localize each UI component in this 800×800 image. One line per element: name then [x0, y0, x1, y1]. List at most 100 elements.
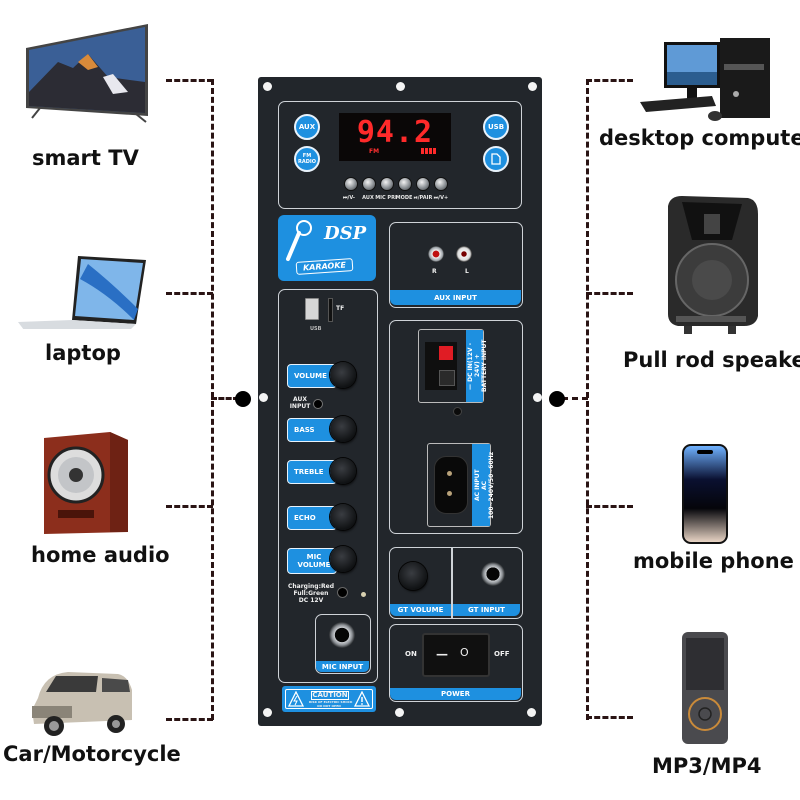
- connector-line: [166, 718, 213, 721]
- aux-input-jack[interactable]: [313, 399, 323, 409]
- frequency-readout: 94.2: [356, 115, 434, 150]
- caution-sticker: CAUTION RISK OF ELECTRIC SHOCK DO NOT OP…: [282, 686, 376, 712]
- caution-line: DO NOT OPEN: [317, 704, 341, 708]
- sd-card-icon: [491, 153, 501, 165]
- gt-input-jack[interactable]: [481, 562, 505, 586]
- mount-hole: [527, 708, 536, 717]
- negative-terminal[interactable]: [439, 370, 455, 386]
- volume-knob[interactable]: [330, 362, 356, 388]
- device-label: desktop computer: [599, 126, 800, 150]
- treble-knob[interactable]: [330, 458, 356, 484]
- rca-right-jack[interactable]: [428, 246, 444, 262]
- connector-line: [166, 79, 213, 82]
- minivan-icon: [32, 672, 132, 736]
- usb-port[interactable]: [305, 298, 319, 320]
- rca-right-label: R: [432, 268, 437, 275]
- mount-hole: [263, 82, 272, 91]
- rca-left-jack[interactable]: [456, 246, 472, 262]
- gt-volume-label: GT VOLUME: [390, 604, 451, 616]
- mp3-player-icon: [682, 632, 728, 744]
- dc-input-label: — DC IN(12V - 24V) +BATTERY INPUT: [467, 339, 488, 393]
- charging-line: Full:Green: [293, 590, 329, 597]
- screw: [453, 407, 462, 416]
- dc-12v-jack[interactable]: [337, 587, 348, 598]
- connector-line: [586, 79, 633, 82]
- warning-icon: [354, 691, 370, 707]
- switch-on-glyph: —: [436, 647, 448, 661]
- mode-button[interactable]: [398, 177, 412, 191]
- trolley-speaker-icon: [668, 196, 758, 334]
- laptop-icon: [18, 256, 146, 329]
- power-off-label: OFF: [494, 650, 510, 658]
- mount-hole: [395, 708, 404, 717]
- connector-line: [586, 505, 633, 508]
- gt-volume-knob[interactable]: [399, 562, 427, 590]
- connector-line: [586, 292, 633, 295]
- treble-label: TREBLE: [287, 460, 337, 484]
- charging-line: Charging:Red: [288, 583, 334, 590]
- device-label: MP3/MP4: [652, 754, 762, 778]
- usb-mode-button[interactable]: USB: [483, 114, 509, 140]
- fm-radio-button[interactable]: FM RADIO: [294, 146, 320, 172]
- connector-line: [562, 397, 588, 400]
- device-label: Pull rod speaker: [623, 348, 800, 372]
- button-label: ⏮/V-: [343, 195, 355, 201]
- device-label: laptop: [45, 341, 121, 365]
- connector-dot: [235, 391, 251, 407]
- button-label: MODE: [395, 195, 413, 201]
- aux-mode-button[interactable]: AUX: [294, 114, 320, 140]
- mic-volume-knob[interactable]: [330, 546, 356, 572]
- positive-terminal[interactable]: [439, 346, 453, 360]
- device-label: home audio: [31, 543, 170, 567]
- mic-input-label: MIC INPUT: [316, 661, 369, 672]
- connector-line: [166, 505, 213, 508]
- bass-knob[interactable]: [330, 416, 356, 442]
- mount-hole: [259, 393, 268, 402]
- aux-input-small-label: AUX INPUT: [289, 396, 311, 410]
- volume-label: VOLUME: [287, 364, 337, 388]
- tf-card-slot[interactable]: [328, 298, 333, 322]
- device-label: mobile phone: [633, 549, 794, 573]
- next-vol-up-button[interactable]: [434, 177, 448, 191]
- media-module: [278, 101, 522, 209]
- button-label: AUX: [362, 195, 374, 201]
- dc-battery-terminal[interactable]: — DC IN(12V - 24V) +BATTERY INPUT: [418, 329, 488, 403]
- device-label: smart TV: [32, 146, 139, 170]
- button-label: MIC PRI: [375, 195, 397, 201]
- button-label: ⏯/PAIR: [413, 195, 433, 201]
- echo-label: ECHO: [287, 506, 337, 530]
- mic-input-jack[interactable]: [329, 622, 355, 648]
- desktop-pc-icon: [640, 38, 770, 121]
- connector-line: [211, 397, 239, 400]
- rca-left-label: L: [465, 268, 469, 275]
- mic-priority-button[interactable]: [380, 177, 394, 191]
- dsp-karaoke-logo: DSP KARAOKE: [278, 215, 376, 281]
- caution-line: RISK OF ELECTRIC SHOCK: [309, 700, 353, 704]
- power-label: POWER: [390, 688, 521, 700]
- aux-button[interactable]: [362, 177, 376, 191]
- echo-knob[interactable]: [330, 504, 356, 530]
- play-pair-button[interactable]: [416, 177, 430, 191]
- control-module: [278, 289, 378, 683]
- aux-input-label: AUX INPUT: [390, 290, 521, 305]
- usb-label: USB: [310, 326, 322, 332]
- gt-input-label: GT INPUT: [453, 604, 520, 616]
- connector-line: [586, 716, 633, 719]
- power-module: [389, 624, 523, 702]
- bookshelf-speaker-icon: [44, 432, 128, 534]
- prev-vol-down-button[interactable]: [344, 177, 358, 191]
- smart-tv-icon: [26, 24, 148, 123]
- mount-hole: [396, 82, 405, 91]
- tf-label: TF: [336, 305, 345, 312]
- battery-level-icon: [421, 148, 436, 154]
- charge-led: [361, 592, 366, 597]
- logo-sub: KARAOKE: [295, 258, 354, 275]
- device-label: Car/Motorcycle: [3, 742, 181, 766]
- sd-card-button[interactable]: [483, 146, 509, 172]
- power-input-module: [389, 320, 523, 534]
- mount-hole: [533, 393, 542, 402]
- power-switch[interactable]: — O: [422, 633, 490, 677]
- switch-off-glyph: O: [460, 646, 469, 659]
